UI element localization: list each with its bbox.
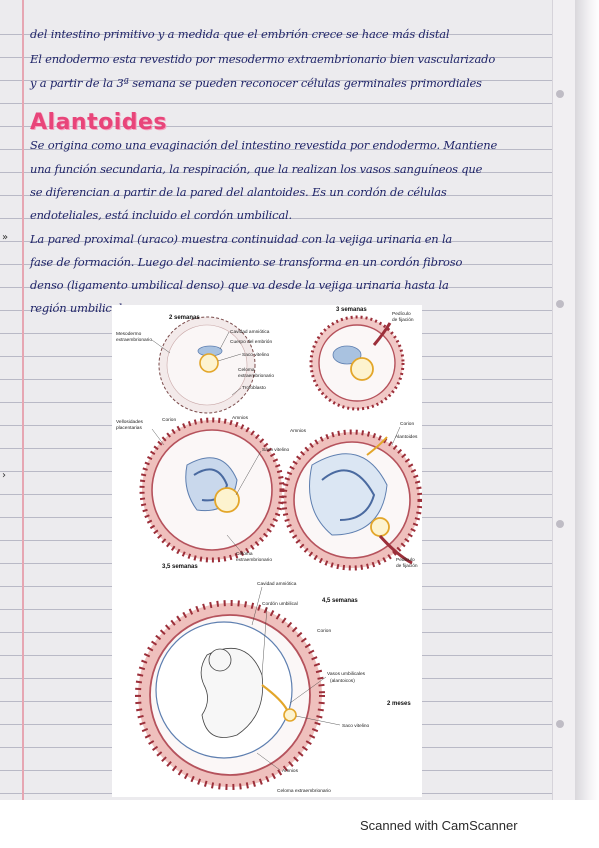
text-line: del intestino primitivo y a medida que e… xyxy=(30,27,450,41)
label: Cuerpo del embrión xyxy=(230,339,272,345)
label: (alantoicos) xyxy=(330,678,355,684)
body-line: denso (ligamento umbilical denso) que va… xyxy=(30,278,449,292)
label: Cavidad amniótica xyxy=(230,329,270,335)
label: de fijación xyxy=(392,317,414,323)
panel-3-weeks: 3 semanas Pedículo de fijación xyxy=(309,307,414,411)
label: de fijación xyxy=(396,563,418,569)
connecting-stalk xyxy=(378,534,413,565)
scanner-watermark: Scanned with CamScanner xyxy=(360,818,518,833)
edge-mark: › xyxy=(2,470,6,481)
notebook-page: » › del intestino primitivo y a medida q… xyxy=(0,0,575,800)
label: Saco vitelino xyxy=(242,352,270,358)
stage-label: 2 semanas xyxy=(169,315,200,321)
label: extraembrionario xyxy=(238,373,274,379)
body-line: una función secundaria, la respiración, … xyxy=(30,162,483,176)
label: Vasos umbilicales xyxy=(327,671,366,677)
section-title: Alantoides xyxy=(30,110,168,135)
text-line: El endodermo esta revestido por mesoderm… xyxy=(30,52,496,66)
panel-4-5-weeks: Amnios Corion Alantoides Pedículo de fij… xyxy=(281,421,423,571)
yolk-sac xyxy=(370,517,390,537)
binder-hole xyxy=(556,720,564,728)
panel-2-months: 4,5 semanas Cavidad amniótica Cordón umb… xyxy=(135,581,411,794)
label: extraembrionario xyxy=(116,337,152,343)
label: Vellosidades xyxy=(116,419,144,425)
body-line: endoteliales, está incluido el cordón um… xyxy=(30,208,292,222)
embryo-body xyxy=(321,469,376,521)
yolk-sac xyxy=(350,357,374,381)
binder-hole xyxy=(556,300,564,308)
label: placentarias xyxy=(116,425,142,431)
label: Cordón umbilical xyxy=(262,601,298,607)
stage-label: 4,5 semanas xyxy=(322,598,358,604)
body-line: se diferencian a partir de la pared del … xyxy=(30,185,447,199)
label: Trofoblasto xyxy=(242,385,266,391)
umbilical-cord xyxy=(261,684,288,711)
label: Pedículo xyxy=(396,557,415,563)
amniotic-cavity xyxy=(332,345,362,365)
body-line: región umbilical. xyxy=(30,301,126,315)
margin-line xyxy=(22,0,24,800)
label: Alantoides xyxy=(395,434,418,440)
allantois xyxy=(366,436,388,456)
label: Corion xyxy=(317,628,331,634)
stage-label: 3,5 semanas xyxy=(162,564,198,570)
panel-2-weeks: 2 semanas Mesodermo extraembrionario Cav… xyxy=(116,315,274,414)
label: Celoma extraembrionario xyxy=(277,788,331,794)
text-line: y a partir de la 3ª semana se pueden rec… xyxy=(30,76,482,90)
edge-mark: » xyxy=(2,232,9,243)
label: Cavidad amniótica xyxy=(257,581,297,587)
embryo-body xyxy=(193,468,229,502)
label: Amnios xyxy=(232,415,249,421)
page-edge-column xyxy=(552,0,575,800)
body-line: fase de formación. Luego del nacimiento … xyxy=(30,255,463,269)
label: Corion xyxy=(400,421,414,427)
label: Amnios xyxy=(282,768,299,774)
yolk-sac xyxy=(199,353,219,373)
binder-hole xyxy=(556,90,564,98)
fetus-head xyxy=(208,648,232,672)
label: Celoma xyxy=(236,551,253,557)
label: Amnios xyxy=(290,428,307,434)
body-line: Se origina como una evaginación del inte… xyxy=(30,138,498,152)
stage-label: 2 meses xyxy=(387,701,411,707)
label: Saco vitelino xyxy=(342,723,370,729)
label: Celoma xyxy=(238,367,255,373)
binder-hole xyxy=(556,520,564,528)
label: Mesodermo xyxy=(116,331,142,337)
label: Corion xyxy=(162,417,176,423)
yolk-sac xyxy=(214,487,240,513)
body-line: La pared proximal (uraco) muestra contin… xyxy=(30,232,453,246)
panel-3-5-weeks: Vellosidades placentarias Corion Amnios … xyxy=(116,415,290,570)
label: Saco vitelino xyxy=(262,447,290,453)
label: Pedículo xyxy=(392,311,411,317)
embryo-development-figure: 2 semanas Mesodermo extraembrionario Cav… xyxy=(112,305,423,797)
label: extraembrionario xyxy=(236,557,272,563)
yolk-sac xyxy=(283,708,297,722)
connecting-stalk xyxy=(372,322,392,346)
figure-svg: 2 semanas Mesodermo extraembrionario Cav… xyxy=(116,307,423,794)
page-shadow xyxy=(575,0,599,800)
stage-label: 3 semanas xyxy=(336,307,367,313)
